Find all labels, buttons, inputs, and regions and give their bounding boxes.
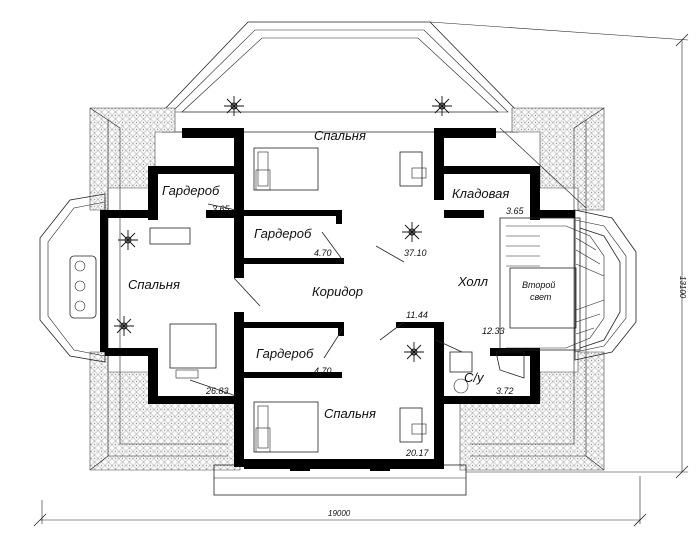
bathroom-fixtures	[449, 351, 525, 394]
area-wardrobe-bottom: 4.70	[314, 366, 332, 376]
label-wardrobe-mid-top: Гардероб	[254, 226, 312, 241]
plants	[114, 96, 452, 362]
label-bedroom-left: Спальня	[128, 277, 180, 292]
roof-lines	[89, 107, 605, 471]
area-bedroom-left: 26.83	[205, 386, 229, 396]
dimension-lines	[33, 21, 689, 527]
label-corridor: Коридор	[312, 284, 363, 299]
sofa-left	[69, 255, 97, 319]
area-wardrobe-left: 3.65	[212, 204, 231, 214]
area-pantry: 3.65	[506, 206, 525, 216]
dimension-height: 13100	[678, 276, 687, 299]
east-bay	[574, 209, 637, 361]
staircase	[499, 217, 621, 351]
area-labels: 3.65 4.70 37.10 3.65 11.44 12.33 4.70 3.…	[205, 204, 525, 458]
label-second-light-2: свет	[530, 292, 552, 302]
room-labels: Спальня Гардероб Гардероб Кладовая Спаль…	[128, 128, 555, 421]
label-pantry: Кладовая	[452, 186, 509, 201]
label-bathroom: С/у	[464, 370, 485, 385]
desk-bottom-right	[399, 407, 427, 443]
area-bathroom: 3.72	[496, 386, 514, 396]
area-wardrobe-mid: 4.70	[314, 248, 332, 258]
desk-wardrobe-left	[149, 227, 191, 245]
south-projection	[213, 464, 467, 496]
label-bedroom-bottom: Спальня	[324, 406, 376, 421]
bed-bottom	[253, 401, 319, 453]
label-second-light-1: Второй	[522, 280, 555, 290]
door-swings	[189, 203, 463, 397]
walls	[105, 128, 575, 471]
area-bedroom-top: 37.10	[404, 248, 427, 258]
desk-top-right	[399, 151, 427, 187]
area-corridor: 11.44	[406, 310, 428, 320]
label-bedroom-top: Спальня	[314, 128, 366, 143]
label-hall: Холл	[457, 274, 489, 289]
area-bedroom-bottom: 20.17	[405, 448, 430, 458]
west-bay	[39, 193, 108, 363]
label-wardrobe-left: Гардероб	[162, 183, 220, 198]
bed-top	[253, 147, 319, 191]
label-wardrobe-bottom: Гардероб	[256, 346, 314, 361]
desk-left	[169, 323, 217, 379]
roof-slopes	[89, 107, 605, 471]
area-hall: 12.33	[482, 326, 505, 336]
dimension-width: 19000	[328, 509, 351, 518]
roof-outline	[161, 21, 519, 133]
